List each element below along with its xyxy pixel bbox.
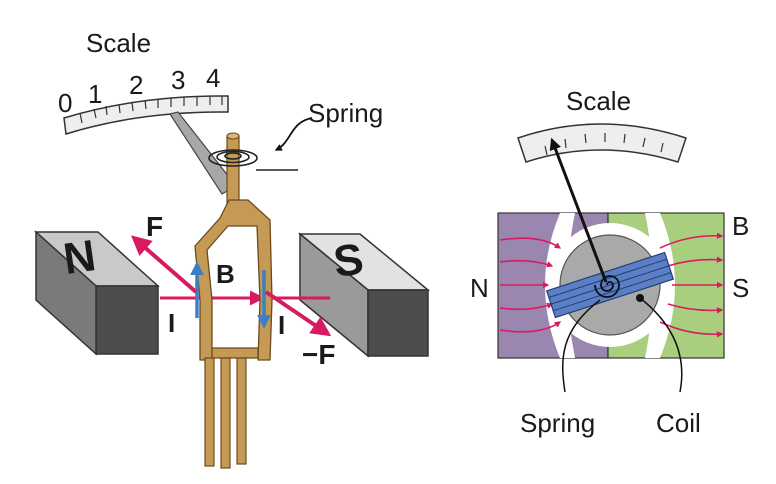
left-spring-label: Spring: [308, 98, 383, 128]
left-scale-label: Scale: [86, 28, 151, 58]
scale-number-3: 3: [171, 65, 185, 95]
scale-number-4: 4: [206, 63, 220, 93]
spring-leader-line: [274, 117, 313, 151]
south-magnet-label: S: [331, 234, 367, 287]
force-label-f: F: [146, 211, 163, 242]
right-scale: [517, 123, 687, 163]
scale-number-1: 1: [88, 79, 102, 109]
current-label-right: I: [278, 310, 285, 340]
spring-leader-line-right: [561, 299, 601, 393]
right-scale-label: Scale: [566, 86, 631, 116]
right-needle: [549, 137, 608, 283]
force-arrow-neg-f: [264, 290, 332, 337]
right-galvanometer: Scale: [470, 86, 749, 438]
right-north-label: N: [470, 273, 489, 303]
left-coil-loop: [194, 199, 273, 361]
left-lead-wires: [204, 357, 247, 469]
coil-leader-line: [639, 297, 683, 393]
right-field-label: B: [732, 211, 749, 241]
left-galvanometer: Scale 0 1 2 3 4 Spring N: [34, 28, 431, 469]
north-magnet-label: N: [60, 231, 98, 284]
field-label-b: B: [216, 259, 235, 289]
left-pointer: [169, 111, 237, 195]
scale-number-0: 0: [58, 88, 72, 118]
right-coil-label: Coil: [656, 408, 701, 438]
force-arrow-f: [130, 235, 198, 294]
right-spring-label: Spring: [520, 408, 595, 438]
right-coil: [545, 251, 675, 319]
current-label-left: I: [168, 308, 175, 338]
south-magnet: [297, 232, 431, 358]
right-south-label: S: [732, 273, 749, 303]
force-label-neg-f: −F: [302, 339, 335, 370]
north-magnet: [34, 230, 160, 356]
left-spring-icon: [208, 149, 298, 171]
left-scale: [63, 95, 229, 135]
scale-number-2: 2: [129, 70, 143, 100]
